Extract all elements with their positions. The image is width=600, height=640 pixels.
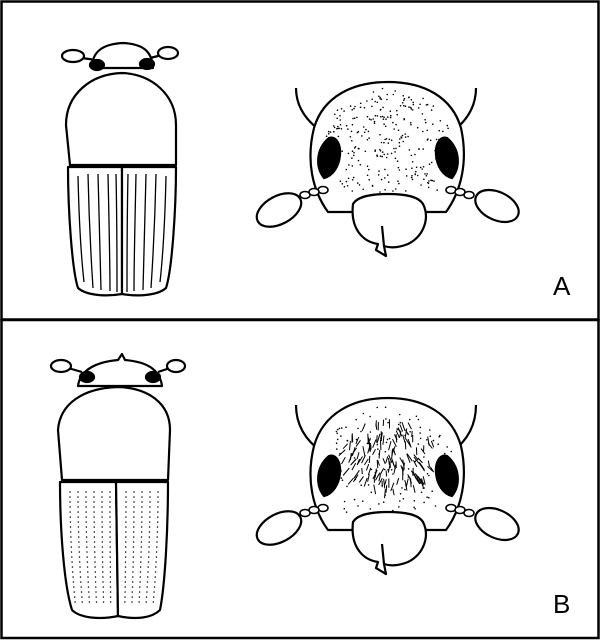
antenna-club-right [165,358,187,374]
eye-right [144,370,162,384]
panel-a: A [0,0,600,321]
beetle-b-dorsal-view [49,352,187,620]
eye-left [317,136,342,180]
beetle-a-frontal-view [255,80,520,258]
mouthpart-cleft [380,543,386,565]
antenna-club-right [474,506,520,542]
antenna-club-right [156,45,180,61]
antenna-club-right [474,188,520,224]
head-capsule [309,396,465,532]
panel-label-b: B [553,589,570,619]
beetle-b-frontal-view [255,396,520,576]
eye-left [317,454,342,498]
eye-left [78,370,96,384]
eye-right [434,454,459,498]
elytron-right [114,480,170,620]
antenna-segments-right [445,503,475,518]
antenna-segments-right [445,185,475,200]
panel-label-a: A [553,271,571,301]
antenna-club-left [49,358,73,374]
mouthparts [351,510,427,576]
elytra-striae [77,173,167,293]
antenna-segments-left [299,185,329,200]
pronotum [56,385,172,482]
eye-right [434,136,459,180]
antenna-club-left [255,510,303,546]
eye-left [88,58,106,72]
mouthpart-cleft [380,225,386,247]
eye-right [138,57,156,71]
antenna-club-left [255,192,303,228]
elytron-right [120,165,178,297]
elytron-left [66,165,124,297]
head-capsule [309,80,465,214]
elytron-left [58,480,120,620]
head-punctures [325,87,449,193]
elytra-punctate-striae [69,491,159,603]
head-setae [338,419,435,499]
pronotum [64,71,178,167]
mouthparts [351,192,427,258]
antenna-segments-left [299,503,329,518]
panel-b: B [0,318,600,640]
beetle-a-dorsal-view [60,41,180,297]
antenna-club-left [60,48,86,64]
